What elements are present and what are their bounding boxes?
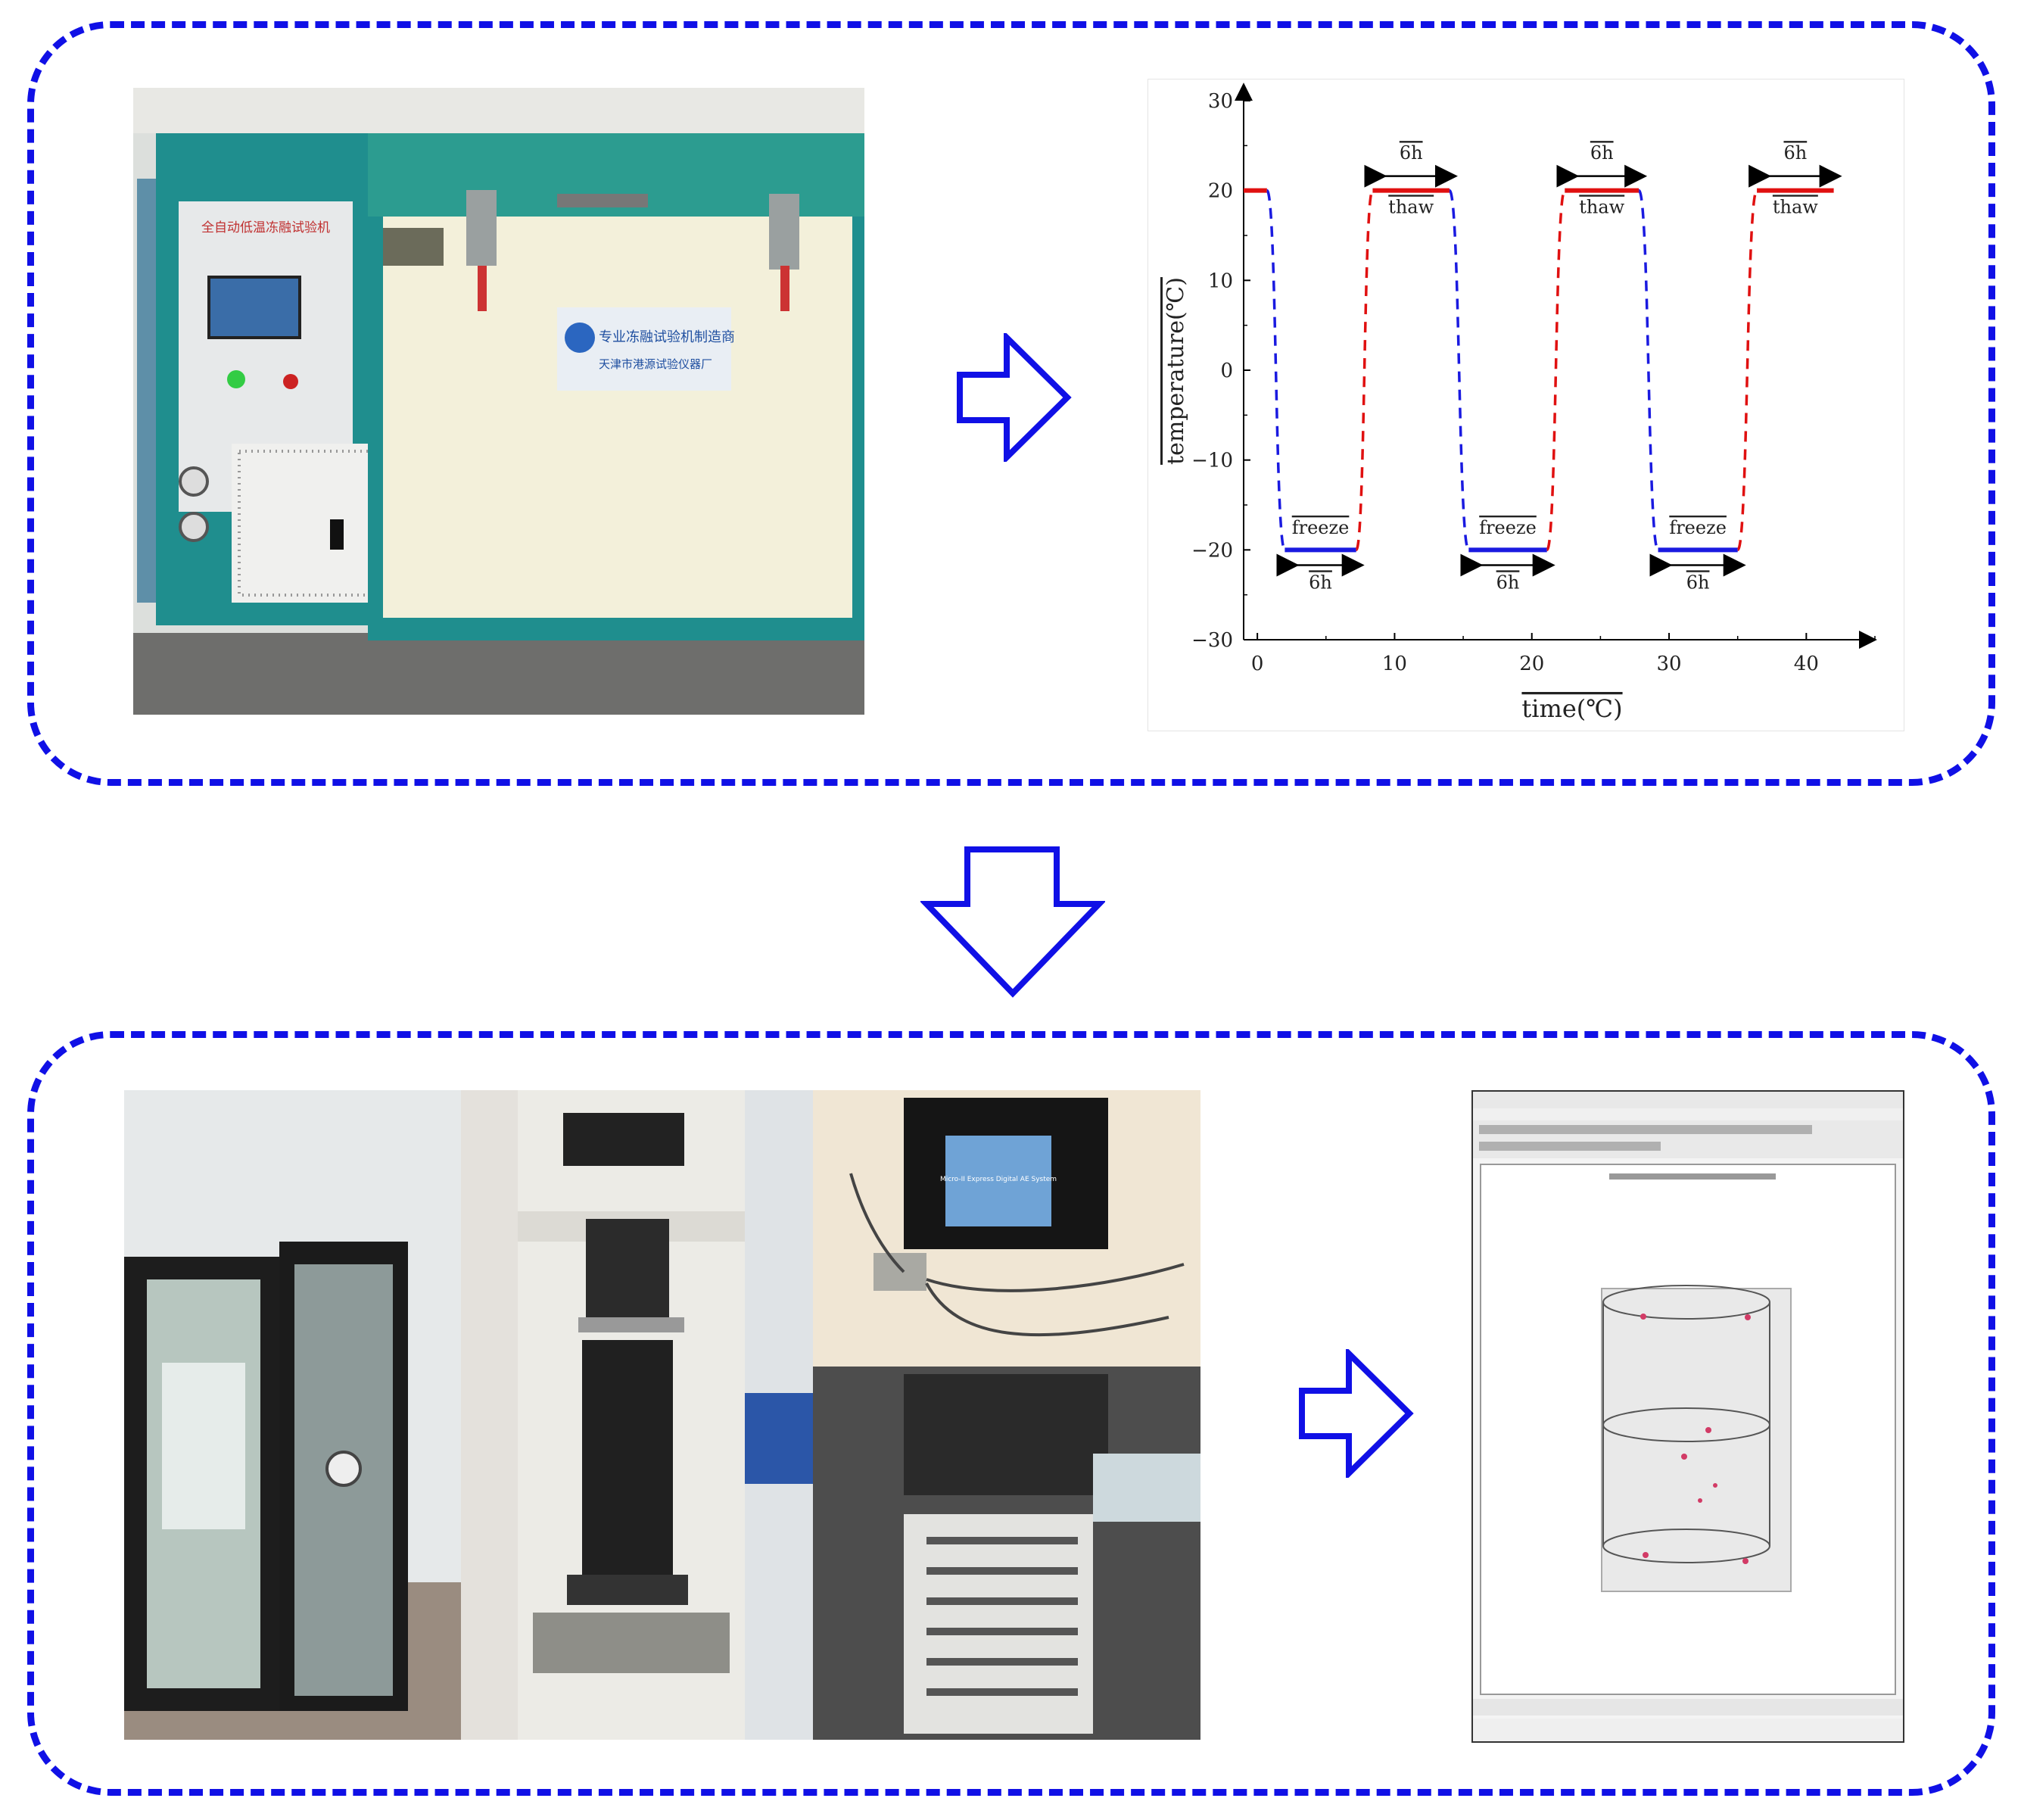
x-tick-label: 20 (1519, 653, 1544, 675)
y-tick-label: 0 (1220, 360, 1233, 382)
thaw-label: thaw (1773, 196, 1818, 217)
transition-segment (1354, 189, 1375, 552)
transition-segment (1736, 189, 1758, 552)
monitor-screen-text: Micro-II Express Digital AE System (940, 1176, 1057, 1183)
thaw-duration-label: 6h (1400, 142, 1423, 164)
x-tick-label: 30 (1656, 653, 1681, 675)
temperature-curve (1244, 188, 1834, 553)
machine-panel-title: 全自动低温冻融试验机 (201, 220, 330, 235)
phase-annotations: 6h thaw 6h thaw 6h thaw freeze 6h freeze 6h freeze… (1276, 142, 1842, 593)
transition-segment (1448, 189, 1471, 552)
transition-segment (1637, 189, 1660, 552)
freeze-thaw-machine-photo: 全自动低温冻融试验机 专业冻融试验机制造商 天津市港源试验仪器厂 (133, 88, 864, 715)
top-panel (27, 21, 1995, 786)
chart-axes (1235, 83, 1877, 649)
freeze-label: freeze (1479, 517, 1537, 538)
transition-segment (1266, 189, 1287, 552)
freeze-label: freeze (1669, 517, 1727, 538)
y-tick-label: 30 (1208, 90, 1233, 113)
lab-equipment-photo: Micro-II Express Digital AE System (124, 1090, 1200, 1740)
freeze-duration-label: 6h (1686, 572, 1710, 593)
transition-segment (1545, 189, 1566, 552)
machine-maker-text: 天津市港源试验仪器厂 (599, 357, 712, 371)
ae-software-screenshot (1471, 1090, 1904, 1743)
down-arrow-icon (920, 846, 1105, 998)
freeze-duration-label: 6h (1309, 572, 1332, 593)
x-tick-label: 0 (1251, 653, 1264, 675)
x-tick-label: 40 (1794, 653, 1819, 675)
right-arrow-icon-bottom (1299, 1349, 1414, 1478)
y-tick-label: −20 (1191, 539, 1233, 562)
x-axis-label: time(℃) (1521, 694, 1622, 723)
y-tick-label: 10 (1208, 270, 1233, 292)
y-tick-label: −30 (1191, 629, 1233, 652)
thaw-duration-label: 6h (1590, 142, 1614, 164)
thaw-label: thaw (1579, 196, 1624, 217)
machine-logo-text: 专业冻融试验机制造商 (599, 329, 735, 345)
right-arrow-icon (957, 333, 1072, 462)
y-axis-label: temperature(℃) (1163, 277, 1189, 465)
bottom-panel (27, 1031, 1995, 1796)
x-tick-label: 10 (1382, 653, 1407, 675)
y-tick-label: −10 (1191, 450, 1233, 472)
freeze-label: freeze (1292, 517, 1350, 538)
y-tick-label: 20 (1208, 180, 1233, 203)
freeze-duration-label: 6h (1496, 572, 1520, 593)
thaw-duration-label: 6h (1783, 142, 1807, 164)
tick-marks: 30 20 10 0 −10 −20 −30 0 10 20 30 40 (1191, 90, 1876, 675)
thaw-label: thaw (1388, 196, 1434, 217)
